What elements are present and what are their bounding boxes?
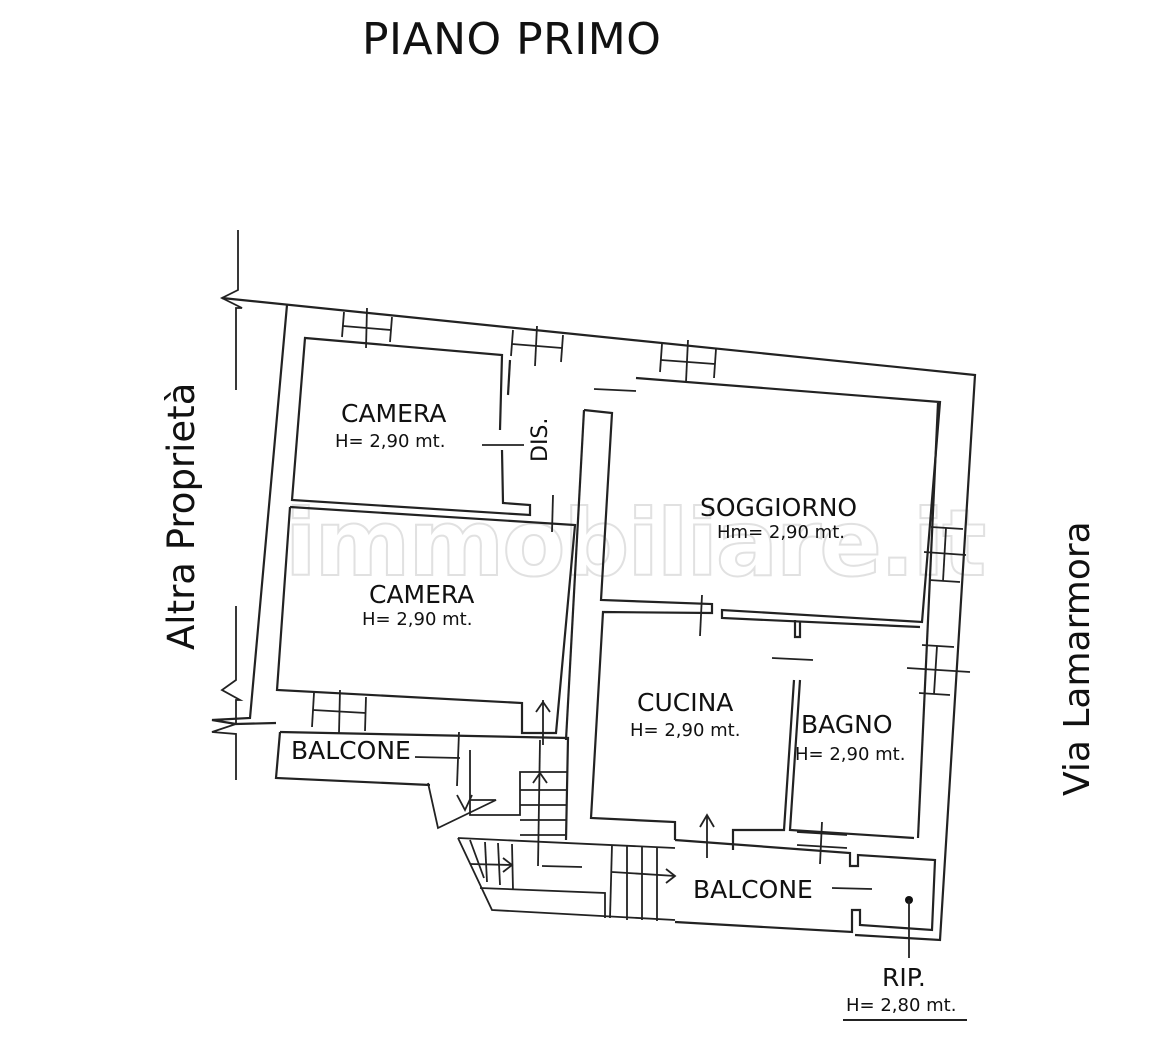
window-soggiorno-right bbox=[923, 526, 967, 583]
balcone-1-outline bbox=[274, 730, 570, 841]
room-label-soggiorno: SOGGIORNO bbox=[700, 493, 858, 522]
soggiorno-walls bbox=[635, 376, 942, 637]
camera-2-walls bbox=[275, 505, 577, 735]
camera-1-walls bbox=[290, 336, 532, 517]
window-soggiorno-top bbox=[659, 339, 717, 383]
window-dis bbox=[510, 325, 564, 367]
window-bagno-bottom bbox=[796, 821, 848, 865]
side-label-left: Altra Proprietà bbox=[160, 382, 203, 650]
window-bagno-right bbox=[906, 644, 971, 696]
room-label-bagno: BAGNO bbox=[801, 710, 893, 739]
property-boundary-left bbox=[211, 230, 244, 780]
room-label-balcone-2: BALCONE bbox=[693, 875, 813, 904]
staircase bbox=[427, 700, 677, 921]
room-label-balcone-1: BALCONE bbox=[291, 736, 411, 765]
page-title: PIANO PRIMO bbox=[362, 14, 662, 65]
window-camera-1 bbox=[341, 307, 393, 349]
windows bbox=[311, 307, 971, 865]
room-height-cucina: H= 2,90 mt. bbox=[630, 720, 741, 741]
ripostiglio-marker bbox=[905, 896, 913, 958]
room-label-camera-1: CAMERA bbox=[341, 399, 447, 428]
cucina-bagno-walls bbox=[731, 620, 915, 850]
room-height-camera-1: H= 2,90 mt. bbox=[335, 431, 446, 452]
side-label-right: Via Lamarmora bbox=[1057, 521, 1098, 796]
central-wall bbox=[564, 408, 714, 840]
ripostiglio-underline bbox=[843, 1019, 967, 1021]
room-height-bagno: H= 2,90 mt. bbox=[795, 744, 906, 765]
room-height-soggiorno: Hm= 2,90 mt. bbox=[717, 522, 845, 543]
room-height-ripostiglio: H= 2,80 mt. bbox=[846, 995, 957, 1016]
room-label-disimpegno: DIS. bbox=[528, 417, 553, 462]
window-camera-2 bbox=[311, 689, 367, 734]
room-label-ripostiglio: RIP. bbox=[882, 963, 926, 992]
room-label-cucina: CUCINA bbox=[637, 688, 734, 717]
room-label-camera-2: CAMERA bbox=[369, 580, 475, 609]
disimpegno-walls bbox=[506, 359, 637, 533]
balcone-2-outline bbox=[674, 813, 937, 934]
room-height-camera-2: H= 2,90 mt. bbox=[362, 609, 473, 630]
